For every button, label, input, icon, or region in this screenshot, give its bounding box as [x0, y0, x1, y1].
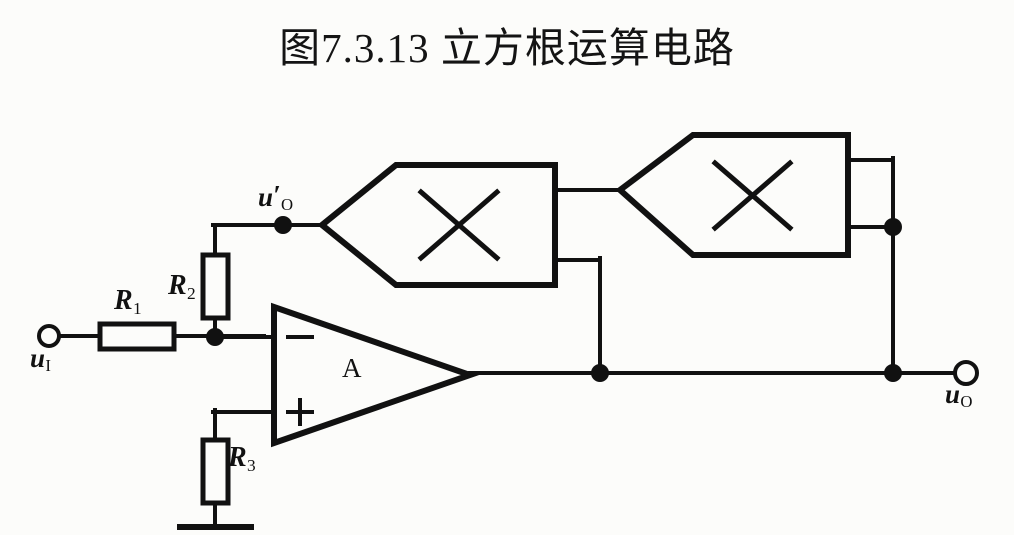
resistor-r3-symbol: R: [228, 442, 247, 473]
input-voltage-symbol: u: [30, 343, 46, 373]
multiplier-1-body: [317, 162, 558, 288]
multiplier-2-x-icon-b: [711, 159, 794, 232]
op-amp-label: A: [342, 353, 362, 383]
resistor-r1-subscript: 1: [133, 298, 142, 318]
output-voltage-symbol: u: [945, 379, 961, 409]
resistor-r1-symbol: R: [114, 285, 133, 316]
output-terminal-circle: [953, 360, 979, 386]
resistor-r2-body: [200, 252, 231, 321]
prime-mark-icon: ′: [273, 180, 281, 211]
output-voltage-label: uO: [945, 379, 973, 412]
amp-output-node-dot: [591, 364, 609, 382]
resistor-r2-subscript: 2: [187, 283, 196, 303]
intermediate-voltage-label: u′O: [258, 182, 294, 215]
resistor-r3-label: R3: [228, 442, 256, 475]
page-title: 图7.3.13 立方根运算电路: [279, 25, 735, 71]
op-amp-triangle: [271, 302, 480, 448]
output-voltage-subscript: O: [960, 392, 973, 412]
resistor-r1-body: [97, 321, 177, 352]
uo-prime-node-dot: [274, 216, 292, 234]
resistor-r2-label: R2: [168, 270, 196, 303]
intermediate-voltage-subscript: O: [280, 195, 294, 215]
resistor-r1-label: R1: [114, 285, 142, 318]
multiplier-1-x-icon-b: [417, 188, 501, 262]
resistor-r3-subscript: 3: [247, 455, 256, 475]
input-voltage-label: uI: [30, 343, 51, 376]
multiplier-2-body: [615, 132, 851, 258]
output-node-dot: [884, 364, 902, 382]
resistor-r3-body: [200, 437, 231, 506]
resistor-r2-symbol: R: [168, 270, 187, 301]
multiplier2-output-node-dot: [884, 218, 902, 236]
intermediate-voltage-symbol: u: [258, 182, 274, 212]
input-voltage-subscript: I: [45, 356, 51, 376]
